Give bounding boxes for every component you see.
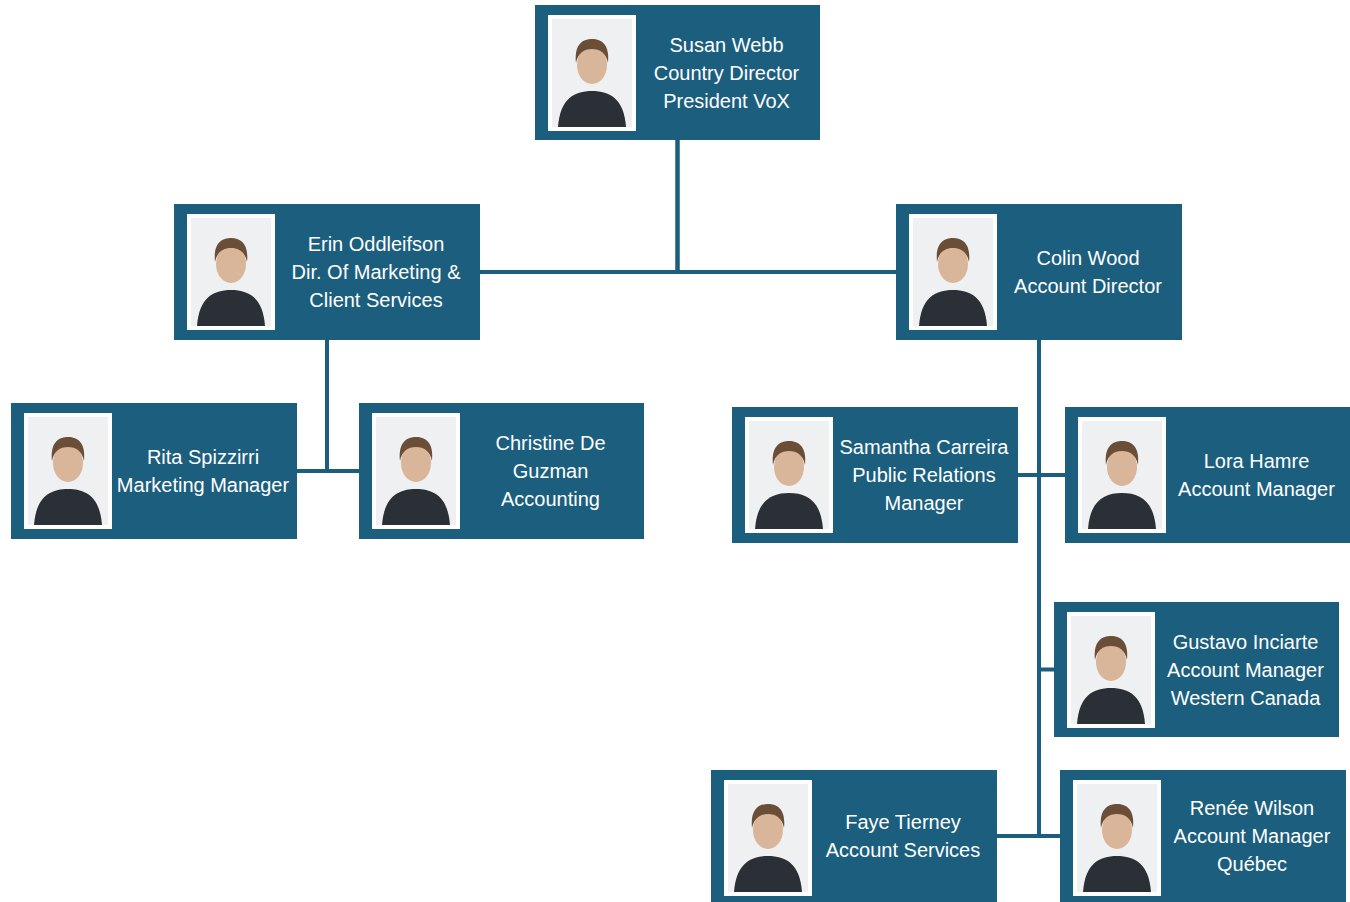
job-title: Account Manager Western Canada: [1158, 656, 1333, 712]
portrait-photo: [724, 780, 812, 896]
person-name: Lora Hamre: [1204, 447, 1310, 475]
person-box: Renée WilsonAccount Manager Québec: [1060, 770, 1346, 902]
job-title: Account Services: [826, 836, 981, 864]
person-name: Colin Wood: [1036, 244, 1139, 272]
portrait-photo: [548, 15, 636, 131]
org-connector: [678, 140, 897, 272]
portrait-photo: [745, 417, 833, 533]
portrait-photo: [1073, 780, 1161, 896]
job-title: Marketing Manager: [117, 471, 289, 499]
org-connector: [1018, 340, 1039, 475]
job-title: Country Director President VoX: [639, 59, 814, 115]
person-name: Erin Oddleifson: [308, 230, 445, 258]
org-connector: [327, 340, 359, 471]
portrait-photo: [1078, 417, 1166, 533]
person-box: Samantha CarreiraPublic Relations Manage…: [732, 407, 1018, 543]
person-name: Renée Wilson: [1190, 794, 1315, 822]
org-connector: [1039, 340, 1054, 670]
job-title: Account Director: [1014, 272, 1162, 300]
job-title: Dir. Of Marketing & Client Services: [278, 258, 474, 314]
person-box: Faye TierneyAccount Services: [711, 770, 997, 902]
person-name: Christine De Guzman: [463, 429, 638, 485]
person-box: Lora HamreAccount Manager: [1065, 407, 1350, 543]
person-name: Susan Webb: [669, 31, 783, 59]
org-connector: [1039, 340, 1065, 475]
person-name: Rita Spizzirri: [147, 443, 259, 471]
person-box: Gustavo InciarteAccount Manager Western …: [1054, 602, 1339, 737]
portrait-photo: [909, 214, 997, 330]
person-name: Samantha Carreira: [840, 433, 1009, 461]
person-box: Erin OddleifsonDir. Of Marketing & Clien…: [174, 204, 480, 340]
person-box: Colin WoodAccount Director: [896, 204, 1182, 340]
job-title: Accounting: [501, 485, 600, 513]
person-box: Rita SpizzirriMarketing Manager: [11, 403, 297, 539]
portrait-photo: [187, 214, 275, 330]
person-box: Susan WebbCountry Director President VoX: [535, 5, 820, 140]
person-name: Faye Tierney: [845, 808, 961, 836]
person-name: Gustavo Inciarte: [1173, 628, 1319, 656]
portrait-photo: [24, 413, 112, 529]
job-title: Account Manager: [1178, 475, 1335, 503]
org-connector: [297, 340, 327, 471]
person-box: Christine De GuzmanAccounting: [359, 403, 644, 539]
org-connector: [1039, 340, 1060, 836]
job-title: Public Relations Manager: [836, 461, 1012, 517]
portrait-photo: [1067, 612, 1155, 728]
org-connector: [480, 140, 678, 272]
job-title: Account Manager Québec: [1164, 822, 1340, 878]
portrait-photo: [372, 413, 460, 529]
